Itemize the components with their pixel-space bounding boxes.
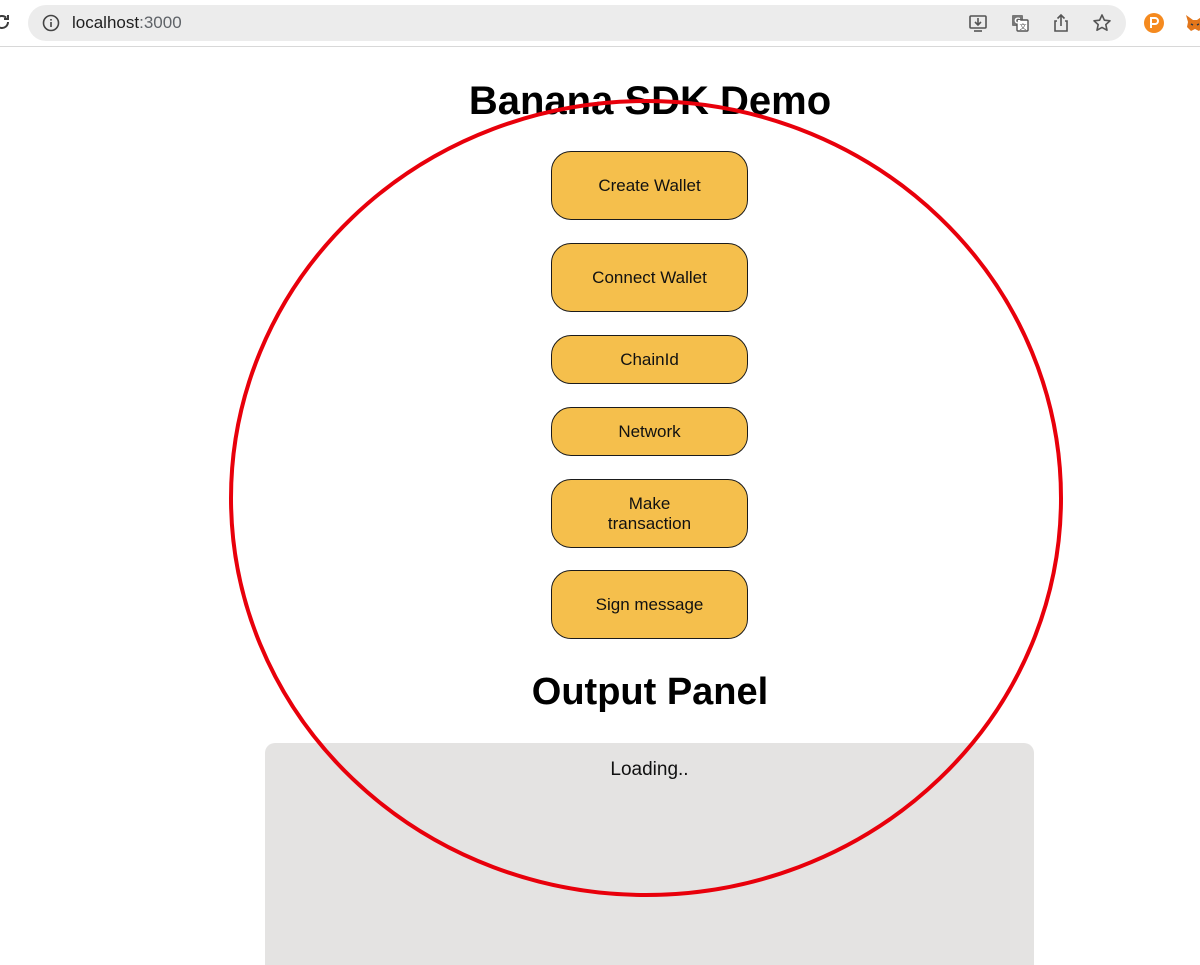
network-label: Network [618, 421, 681, 441]
address-bar[interactable]: localhost:3000 G 文 [28, 5, 1126, 41]
share-icon[interactable] [1051, 13, 1071, 33]
create-wallet-label: Create Wallet [598, 175, 701, 195]
chainid-button[interactable]: ChainId [551, 335, 748, 384]
install-app-icon[interactable] [968, 13, 988, 33]
url-port: :3000 [139, 13, 182, 32]
reload-icon[interactable] [0, 12, 12, 32]
sign-message-button[interactable]: Sign message [551, 570, 748, 639]
output-panel-title: Output Panel [531, 671, 769, 713]
output-text: Loading.. [610, 759, 689, 780]
metamask-fox-icon[interactable] [1184, 12, 1200, 34]
browser-toolbar: localhost:3000 G 文 [0, 0, 1200, 47]
svg-text:G: G [1014, 17, 1021, 26]
svg-text:文: 文 [1020, 22, 1027, 31]
connect-wallet-label: Connect Wallet [592, 267, 707, 287]
chainid-label: ChainId [620, 349, 679, 369]
create-wallet-button[interactable]: Create Wallet [551, 151, 748, 220]
info-icon[interactable] [42, 14, 60, 32]
network-button[interactable]: Network [551, 407, 748, 456]
sign-message-label: Sign message [595, 594, 704, 614]
output-panel: Loading.. [265, 743, 1034, 965]
star-icon[interactable] [1092, 13, 1112, 33]
orange-extension-icon[interactable] [1143, 12, 1165, 34]
page-title: Banana SDK Demo [468, 79, 832, 123]
make-transaction-button[interactable]: Make transaction [551, 479, 748, 548]
make-transaction-label: Make transaction [607, 493, 692, 533]
connect-wallet-button[interactable]: Connect Wallet [551, 243, 748, 312]
url-text[interactable]: localhost:3000 [72, 13, 182, 33]
url-host: localhost [72, 13, 140, 32]
translate-icon[interactable]: G 文 [1010, 13, 1030, 33]
